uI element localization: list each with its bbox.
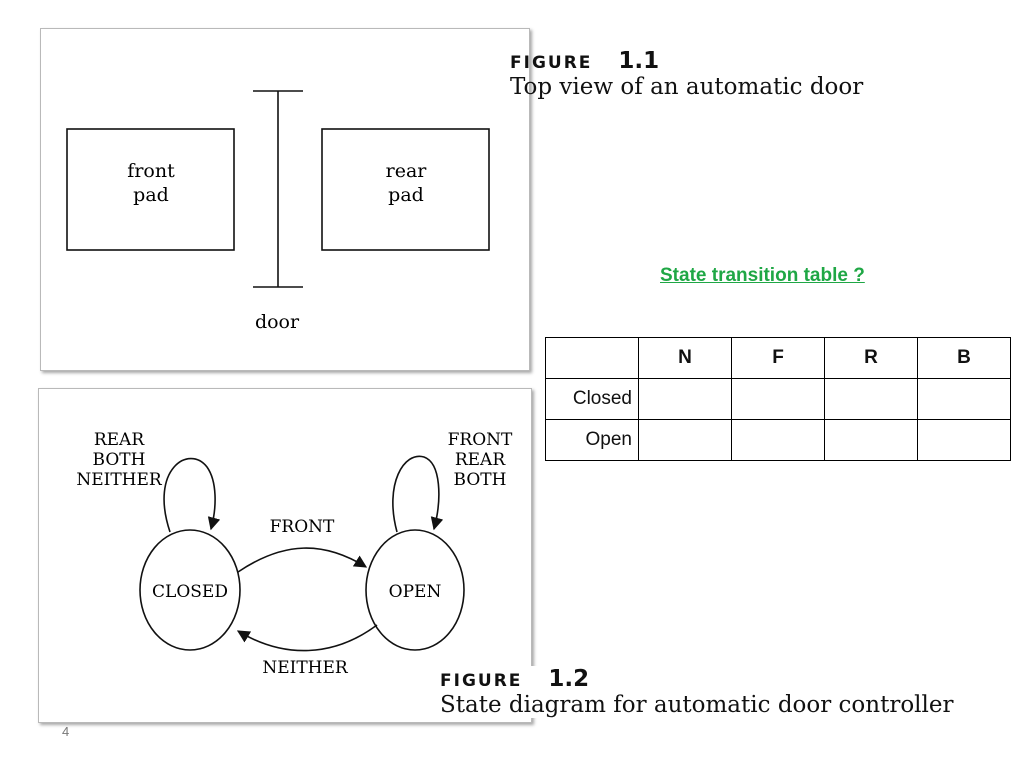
table-header-n: N [638, 337, 732, 379]
figure-1-2-title: State diagram for automatic door control… [440, 692, 954, 718]
table-row: Open [545, 419, 1011, 461]
state-closed-label: CLOSED [152, 582, 228, 602]
table-cell [731, 378, 825, 420]
front-transition-arrow [237, 547, 368, 573]
table-cell [824, 419, 918, 461]
state-open-label: OPEN [389, 582, 442, 602]
table-cell [824, 378, 918, 420]
state-diagram: CLOSED OPEN REAR BOTH NEITHER FRONT REAR… [76, 430, 513, 678]
table-row: Closed [545, 378, 1011, 420]
state-closed-circle [139, 529, 241, 651]
table-row-label-closed: Closed [545, 378, 639, 420]
table-cell [917, 419, 1011, 461]
figure-1-1-caption: FIGURE 1.1 Top view of an automatic door [510, 48, 863, 100]
table-header-row: N F R B [545, 337, 1011, 379]
figure-1-1-title: Top view of an automatic door [510, 74, 864, 100]
neither-transition-arrow [236, 624, 378, 652]
table-header-r: R [824, 337, 918, 379]
state-transition-table-title: State transition table ? [660, 265, 865, 286]
closed-self-loop-arrow [163, 457, 221, 533]
table-cell [638, 378, 732, 420]
table-header-b: B [917, 337, 1011, 379]
figure-1-2-number: 1.2 [548, 666, 590, 692]
door-symbol [253, 90, 303, 288]
figure-1-2-label: FIGURE [440, 671, 523, 691]
open-loop-label-front: FRONT [448, 430, 513, 450]
state-transition-table: N F R B Closed Open [545, 337, 1011, 461]
table-header-corner [545, 337, 639, 379]
closed-loop-label-both: BOTH [93, 450, 146, 470]
open-self-loop-arrow [392, 455, 444, 533]
figure-1-1-number: 1.1 [618, 48, 660, 74]
door-top-view-diagram: front pad rear pad door [66, 90, 490, 333]
page-number: 4 [62, 724, 70, 739]
closed-loop-label-neither: NEITHER [76, 470, 163, 490]
rear-pad-label-line2: pad [388, 184, 424, 206]
table-cell [731, 419, 825, 461]
front-pad-label-line2: pad [133, 184, 169, 206]
figure-1-1-label: FIGURE [510, 53, 593, 73]
rear-pad-label-line1: rear [386, 160, 428, 182]
table-cell [917, 378, 1011, 420]
table-header-f: F [731, 337, 825, 379]
figure-1-2-caption: FIGURE 1.2 State diagram for automatic do… [440, 666, 960, 718]
neither-transition-label: NEITHER [262, 658, 349, 678]
rear-pad-box [321, 128, 490, 251]
closed-loop-label-rear: REAR [94, 430, 145, 450]
state-open-circle [365, 529, 465, 651]
table-cell [638, 419, 732, 461]
front-pad-box [66, 128, 235, 251]
front-transition-label: FRONT [270, 517, 335, 537]
front-pad-label-line1: front [127, 160, 175, 182]
door-label: door [255, 311, 300, 333]
open-loop-label-rear: REAR [455, 450, 506, 470]
figure-1-1-panel: front pad rear pad door [40, 28, 530, 371]
table-row-label-open: Open [545, 419, 639, 461]
open-loop-label-both: BOTH [454, 470, 507, 490]
